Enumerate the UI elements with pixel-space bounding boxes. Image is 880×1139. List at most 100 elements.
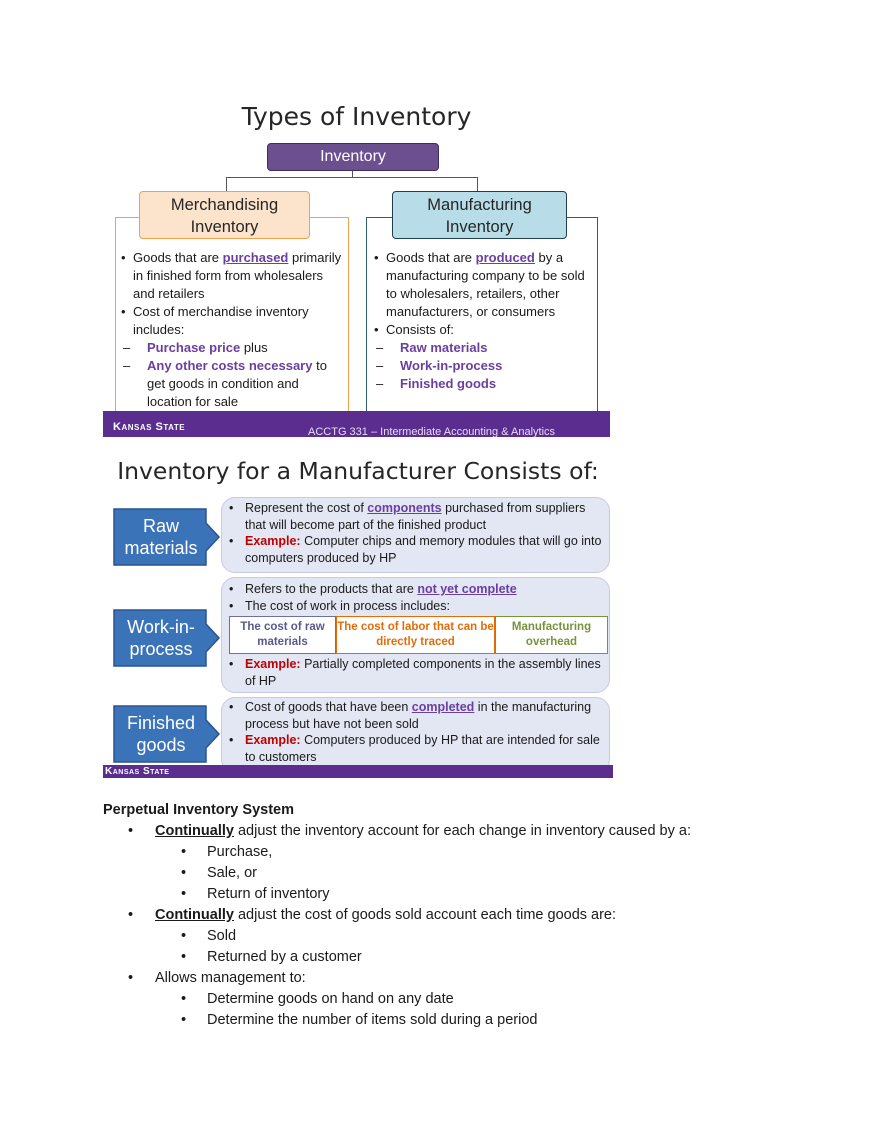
list-item: Continually adjust the inventory account… bbox=[103, 821, 803, 842]
sub-item: Sold bbox=[103, 926, 803, 947]
arrow-shape-icon bbox=[113, 609, 221, 667]
notes-heading: Perpetual Inventory System bbox=[103, 802, 294, 818]
list-item: Consists of: bbox=[372, 321, 594, 339]
list-item: Represent the cost of components purchas… bbox=[227, 500, 607, 533]
cost-labor-cell: The cost of labor that can be directly t… bbox=[336, 616, 495, 654]
list-item: Allows management to: bbox=[103, 968, 803, 989]
list-item: Goods that are purchased primarily in fi… bbox=[119, 249, 345, 303]
keyword: not yet complete bbox=[417, 582, 517, 596]
label-line: Work-in- bbox=[127, 617, 195, 637]
example-label: Example: bbox=[245, 733, 301, 747]
sub-item: Purchase, bbox=[103, 842, 803, 863]
heading-line: Merchandising bbox=[170, 196, 279, 214]
finished-goods-list: Cost of goods that have been completed i… bbox=[227, 699, 607, 765]
keyword: components bbox=[367, 501, 442, 515]
university-logo: Kansas State bbox=[105, 766, 170, 777]
sub-item: Any other costs necessary to get goods i… bbox=[119, 357, 345, 411]
cost-raw-materials-cell: The cost of raw materials bbox=[229, 616, 336, 654]
example-label: Example: bbox=[245, 534, 301, 548]
university-logo: Kansas State bbox=[113, 421, 186, 433]
label-line: process bbox=[129, 639, 193, 659]
keyword: completed bbox=[411, 700, 475, 714]
connector-line bbox=[352, 171, 353, 177]
label-line: materials bbox=[124, 538, 198, 558]
slide-footer: Kansas State bbox=[103, 765, 613, 778]
sub-item: Raw materials bbox=[372, 339, 594, 357]
list-item: Continually adjust the cost of goods sol… bbox=[103, 905, 803, 926]
manufacturing-heading: Manufacturing Inventory bbox=[392, 191, 567, 239]
text: by a manufacturing company to be sold to… bbox=[386, 250, 585, 319]
text: Computers produced by HP that are intend… bbox=[245, 733, 600, 764]
keyword: Work-in-process bbox=[400, 358, 503, 373]
text: Goods that are bbox=[386, 250, 476, 265]
wip-arrow: Work-in-process bbox=[113, 609, 221, 667]
sub-item: Sale, or bbox=[103, 863, 803, 884]
keyword: Purchase price bbox=[147, 340, 241, 355]
sub-item: Determine the number of items sold durin… bbox=[103, 1010, 803, 1031]
arrow-label: Work-in-process bbox=[113, 609, 209, 667]
keyword: Raw materials bbox=[400, 340, 488, 355]
emphasis: Continually bbox=[155, 823, 234, 839]
heading-line: Inventory bbox=[190, 218, 259, 236]
merchandising-heading: Merchandising Inventory bbox=[139, 191, 310, 239]
slide-footer: Kansas State ACCTG 331 – Intermediate Ac… bbox=[103, 411, 610, 437]
text: Cost of goods that have been bbox=[245, 700, 412, 714]
keyword: purchased bbox=[222, 250, 289, 265]
list-item: Example: Computers produced by HP that a… bbox=[227, 732, 607, 765]
keyword: Finished goods bbox=[400, 376, 497, 391]
raw-materials-list: Represent the cost of components purchas… bbox=[227, 500, 607, 566]
manufacturing-list: Goods that are produced by a manufacturi… bbox=[372, 249, 594, 393]
list-item: Example: Computer chips and memory modul… bbox=[227, 533, 607, 566]
inventory-root-box: Inventory bbox=[267, 143, 439, 171]
text: adjust the inventory account for each ch… bbox=[233, 823, 691, 839]
label-line: goods bbox=[136, 735, 186, 755]
sub-item: Finished goods bbox=[372, 375, 594, 393]
list-item: Goods that are produced by a manufacturi… bbox=[372, 249, 594, 321]
emphasis: Continually bbox=[155, 907, 234, 923]
label-line: Raw bbox=[142, 516, 179, 536]
perpetual-inventory-notes: Perpetual Inventory System Continually a… bbox=[103, 800, 803, 1031]
wip-list: Refers to the products that are not yet … bbox=[227, 581, 607, 614]
example-label: Example: bbox=[245, 657, 301, 671]
list-item: Cost of merchandise inventory includes: bbox=[119, 303, 345, 339]
sub-item: Work-in-process bbox=[372, 357, 594, 375]
sub-item: Purchase price plus bbox=[119, 339, 345, 357]
wip-example: Example: Partially completed components … bbox=[227, 656, 607, 689]
text: purchased from suppliers that will becom… bbox=[245, 501, 586, 532]
label-line: Finished bbox=[126, 713, 196, 733]
slide-manufacturer-inventory: Inventory for a Manufacturer Consists of… bbox=[103, 445, 613, 778]
text: Refers to the products that are bbox=[245, 582, 418, 596]
text: Computer chips and memory modules that w… bbox=[245, 534, 602, 565]
text: Goods that are bbox=[133, 250, 223, 265]
connector-line bbox=[226, 177, 478, 191]
list-item: Example: Partially completed components … bbox=[227, 656, 607, 689]
text: Represent the cost of bbox=[245, 501, 368, 515]
cost-overhead-cell: Manufacturing overhead bbox=[495, 616, 608, 654]
sub-item: Returned by a customer bbox=[103, 947, 803, 968]
slide-title: Inventory for a Manufacturer Consists of… bbox=[117, 457, 599, 485]
arrow-shape-icon bbox=[113, 508, 221, 566]
wip-cost-components: The cost of raw materials The cost of la… bbox=[229, 616, 608, 654]
text: to get goods in condition and location f… bbox=[147, 358, 327, 409]
text: Partially completed components in the as… bbox=[245, 657, 601, 688]
sub-item: Determine goods on hand on any date bbox=[103, 989, 803, 1010]
arrow-shape-icon bbox=[113, 705, 221, 763]
slide-types-of-inventory: Types of Inventory Inventory Merchandisi… bbox=[103, 95, 610, 437]
sub-item: Return of inventory bbox=[103, 884, 803, 905]
list-item: Refers to the products that are not yet … bbox=[227, 581, 607, 598]
course-title: ACCTG 331 – Intermediate Accounting & An… bbox=[308, 426, 556, 437]
keyword: Any other costs necessary bbox=[147, 358, 313, 373]
list-item: Cost of goods that have been completed i… bbox=[227, 699, 607, 732]
heading-line: Inventory bbox=[445, 218, 514, 236]
text: plus bbox=[240, 340, 268, 355]
slide-title: Types of Inventory bbox=[241, 102, 472, 131]
list-item: The cost of work in process includes: bbox=[227, 598, 607, 615]
text: adjust the cost of goods sold account ea… bbox=[233, 907, 617, 923]
merchandising-list: Goods that are purchased primarily in fi… bbox=[119, 249, 345, 411]
heading-line: Manufacturing bbox=[427, 196, 532, 214]
keyword: produced bbox=[475, 250, 535, 265]
